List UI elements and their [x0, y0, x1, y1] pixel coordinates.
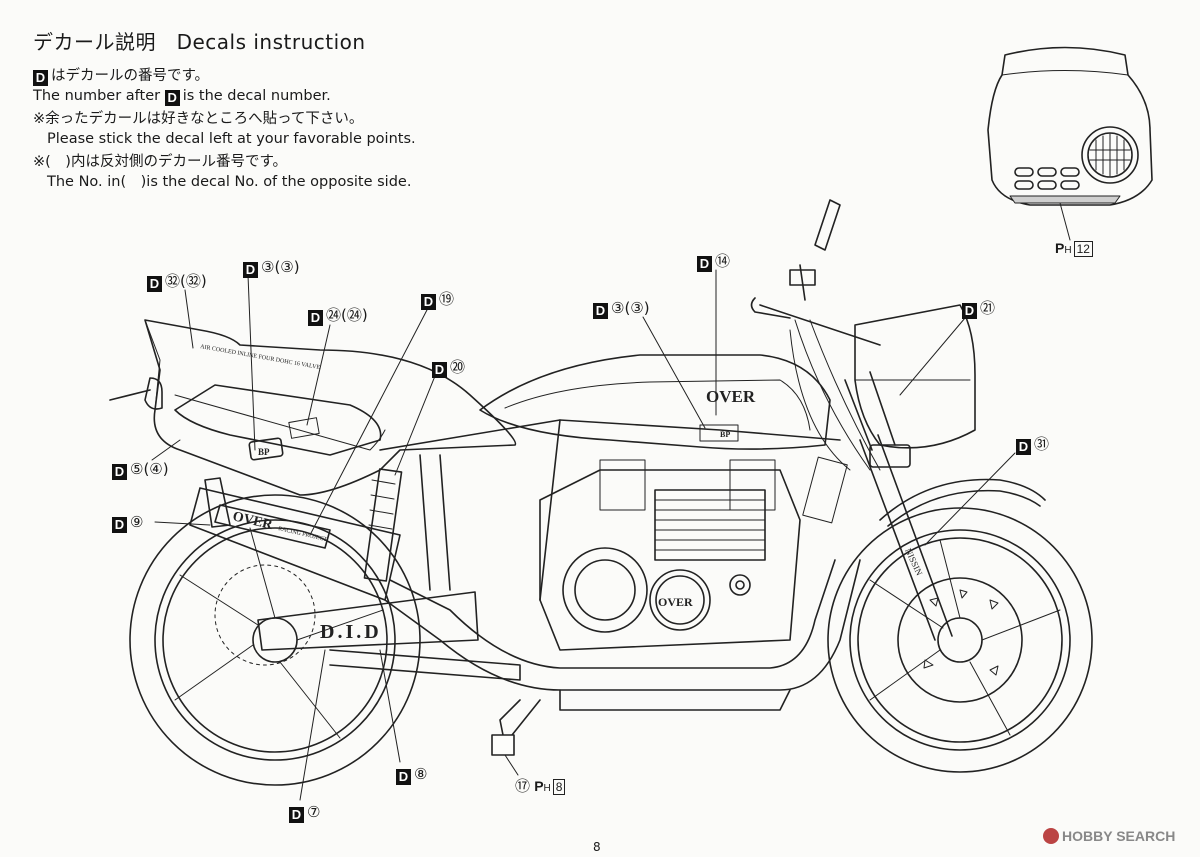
page-title: デカール説明 Decals instruction — [33, 26, 366, 55]
note-line-3: ※余ったデカールは好きなところへ貼って下さい。 — [33, 111, 364, 127]
front-fork: NISSIN — [844, 371, 1046, 641]
svg-text:BP: BP — [720, 430, 730, 439]
decal-marker: D — [33, 70, 48, 86]
watermark: HOBBY SEARCH — [1043, 828, 1175, 844]
tail-and-seat: BP AIR COOLED INLINE FOUR DOHC 16 VALVE — [109, 319, 517, 496]
watermark-logo-icon — [1043, 828, 1059, 844]
svg-text:D.I.D: D.I.D — [320, 621, 382, 643]
leader-lines — [151, 269, 1016, 801]
title-jp: デカール説明 — [33, 30, 156, 54]
frame — [379, 419, 841, 601]
headlight-cowl-inset — [987, 46, 1153, 241]
front-wheel — [827, 507, 1093, 773]
rear-shock — [363, 468, 403, 582]
note-line-4: Please stick the decal left at your favo… — [47, 131, 416, 147]
svg-text:OVER: OVER — [658, 595, 693, 609]
swingarm: D.I.D — [257, 591, 521, 681]
svg-text:OVER: OVER — [706, 387, 756, 406]
page-number: 8 — [593, 840, 601, 854]
engine: OVER — [539, 459, 801, 651]
fuel-tank: OVER BP — [479, 354, 831, 450]
side-stand — [491, 699, 541, 756]
details — [729, 574, 751, 596]
decal-marker: D — [164, 90, 180, 106]
title-en: Decals instruction — [176, 30, 366, 54]
rear-wheel — [129, 494, 421, 786]
svg-text:BP: BP — [258, 447, 270, 457]
note-line-5: ※( )内は反対側のデカール番号です。 — [33, 154, 288, 170]
headlight-and-bars — [750, 199, 976, 524]
note-line-6: The No. in( )is the decal No. of the opp… — [47, 174, 412, 190]
